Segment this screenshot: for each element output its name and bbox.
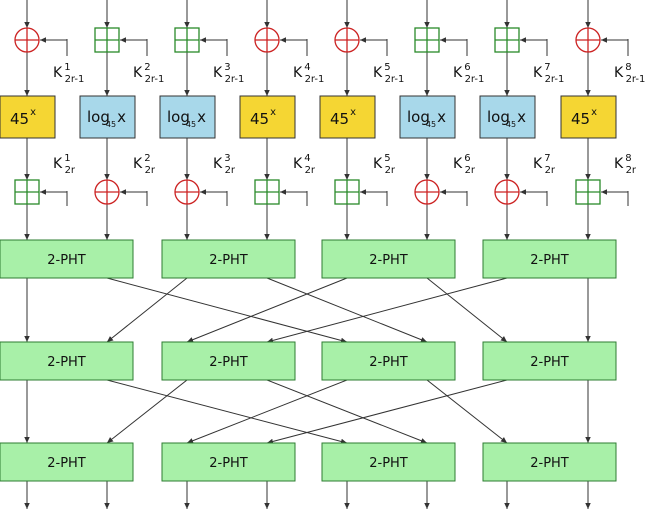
- pht-box: [321, 442, 456, 482]
- exp-label: 45x: [250, 107, 276, 128]
- pht-label: 2-PHT: [369, 253, 408, 268]
- pht-box: [482, 341, 617, 381]
- modular-add-icon: [575, 179, 601, 205]
- xor-icon: [334, 27, 360, 53]
- pht-box: [321, 239, 456, 279]
- pht-box: [0, 341, 134, 381]
- log-box: [79, 95, 136, 139]
- pht-box: [161, 239, 296, 279]
- pht-crossing-arrow: [426, 379, 508, 444]
- pht-box: [161, 442, 296, 482]
- pht-label: 2-PHT: [530, 456, 569, 471]
- pht-crossing-arrow: [106, 277, 348, 344]
- modular-add-icon: [494, 27, 520, 53]
- pht-crossing-arrow: [106, 379, 188, 444]
- pht-crossing-arrow: [266, 379, 428, 444]
- xor-icon: [14, 27, 40, 53]
- pht-crossing-arrow: [426, 277, 508, 343]
- pht-label: 2-PHT: [530, 253, 569, 268]
- pht-label: 2-PHT: [530, 355, 569, 370]
- xor-icon: [94, 179, 120, 205]
- pht-crossing-arrow: [266, 277, 428, 343]
- pht-crossing-arrow: [106, 379, 348, 445]
- xor-icon: [254, 27, 280, 53]
- log-label: log45x: [407, 108, 446, 129]
- pht-label: 2-PHT: [209, 253, 248, 268]
- exp-label: 45x: [330, 107, 356, 128]
- log-box: [159, 95, 216, 139]
- pht-box: [321, 341, 456, 381]
- pht-crossing-arrow: [106, 277, 188, 343]
- pht-crossing-arrow: [266, 277, 508, 344]
- exp-box: [560, 95, 617, 139]
- pht-label: 2-PHT: [47, 253, 86, 268]
- xor-icon: [494, 179, 520, 205]
- pht-crossing-arrow: [186, 379, 348, 444]
- pht-label: 2-PHT: [369, 456, 408, 471]
- pht-label: 2-PHT: [369, 355, 408, 370]
- pht-box: [482, 442, 617, 482]
- modular-add-icon: [94, 27, 120, 53]
- pht-crossing-arrow: [186, 277, 348, 343]
- log-box: [399, 95, 456, 139]
- pht-box: [0, 442, 134, 482]
- exp-box: [319, 95, 376, 139]
- exp-box: [0, 95, 56, 139]
- modular-add-icon: [334, 179, 360, 205]
- pht-label: 2-PHT: [47, 355, 86, 370]
- exp-box: [239, 95, 296, 139]
- exp-label: 45x: [571, 107, 597, 128]
- modular-add-icon: [174, 27, 200, 53]
- log-label: log45x: [87, 108, 126, 129]
- modular-add-icon: [254, 179, 280, 205]
- pht-label: 2-PHT: [209, 355, 248, 370]
- log-label: log45x: [487, 108, 526, 129]
- xor-icon: [575, 27, 601, 53]
- pht-box: [161, 341, 296, 381]
- log-box: [479, 95, 536, 139]
- pht-label: 2-PHT: [209, 456, 248, 471]
- modular-add-icon: [14, 179, 40, 205]
- pht-label: 2-PHT: [47, 456, 86, 471]
- pht-box: [482, 239, 617, 279]
- modular-add-icon: [414, 27, 440, 53]
- log-label: log45x: [167, 108, 206, 129]
- exp-label: 45x: [10, 107, 36, 128]
- xor-icon: [174, 179, 200, 205]
- pht-crossing-arrow: [266, 379, 508, 445]
- pht-box: [0, 239, 134, 279]
- xor-icon: [414, 179, 440, 205]
